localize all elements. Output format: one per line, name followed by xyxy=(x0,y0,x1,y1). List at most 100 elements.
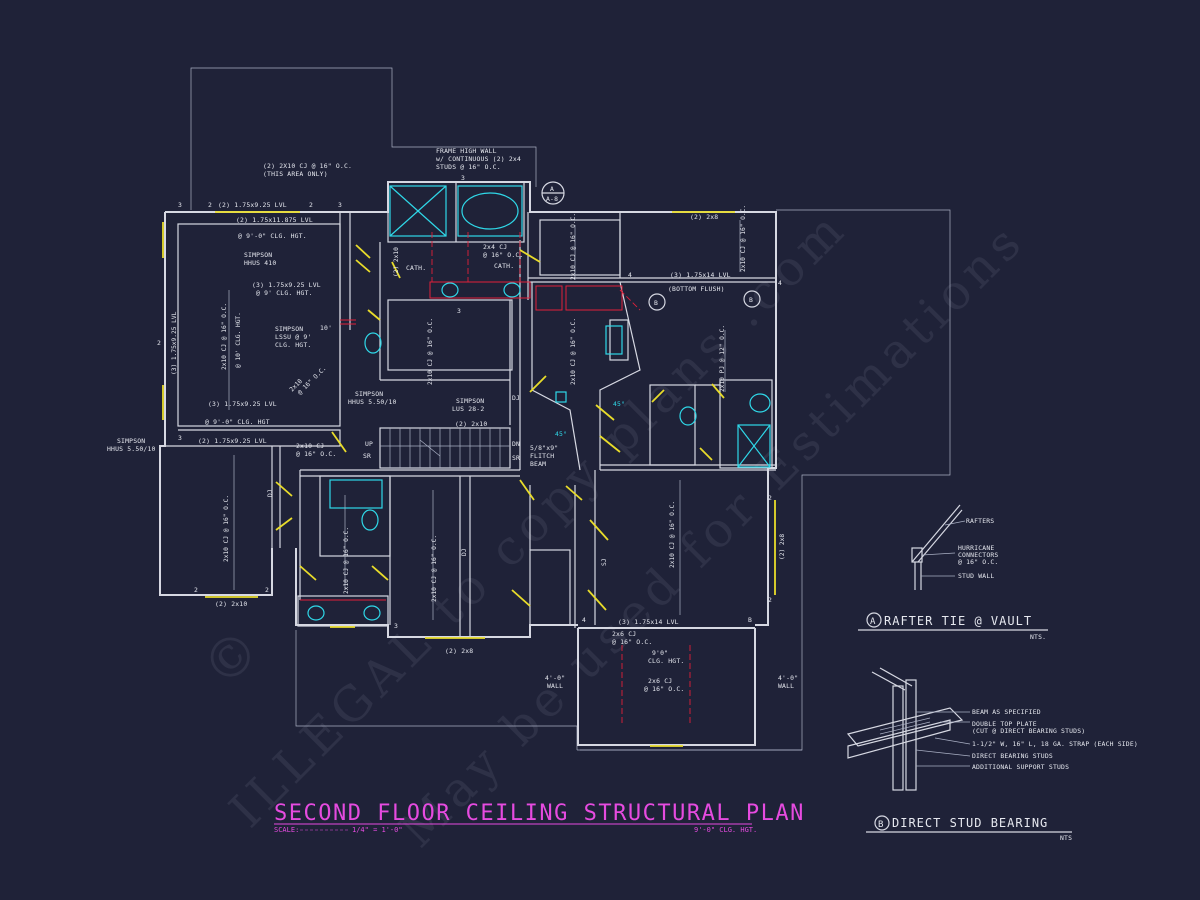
detail-b-note: DIRECT BEARING STUDS xyxy=(972,752,1053,760)
angle-label: 45° xyxy=(613,400,625,408)
cj-label-vertical: 2x10 CJ @ 16" O.C. xyxy=(570,318,577,385)
cj-label: 2x10 CJ xyxy=(296,442,324,450)
lvl-label: (3) 1.75x9.25 LVL xyxy=(208,400,277,408)
sink-icon xyxy=(307,605,325,621)
post-count: 2 xyxy=(208,201,212,209)
detail-tag xyxy=(648,293,666,311)
dj-label-vertical: DJ xyxy=(461,549,468,556)
title-block: SECOND FLOOR CEILING STRUCTURAL PLAN SCA… xyxy=(274,801,805,834)
dj-label: DJ xyxy=(512,394,520,402)
clg-hgt-label: CLG. HGT. xyxy=(648,657,684,665)
angle-label: 45° xyxy=(555,430,567,438)
header-label: (2) 2x10 xyxy=(215,600,247,608)
detail-a-title: RAFTER TIE @ VAULT xyxy=(884,614,1032,628)
section-callout-sheet: A-8 xyxy=(546,195,558,203)
shower-icon xyxy=(389,185,447,237)
frame-wall-note: w/ CONTINUOUS (2) 2x4 xyxy=(436,155,521,163)
simpson-label: HHUS 5.50/10 xyxy=(348,398,397,406)
detail-tag xyxy=(743,290,761,308)
lvl-label: (2) 1.75x9.25 LVL xyxy=(218,201,287,209)
cj-label-vertical: 2x10 CJ @ 16" O.C. xyxy=(669,501,676,568)
sink-icon xyxy=(605,325,623,355)
cj-label-vertical: 2x10 CJ @ 16" O.C. xyxy=(223,495,230,562)
lvl-label: (3) 1.75x14 LVL xyxy=(670,271,731,279)
detail-tag-label: B xyxy=(749,296,753,304)
simpson-label: LUS 28-2 xyxy=(452,405,484,413)
post-count: 3 xyxy=(461,174,465,182)
detail-a-note: CONNECTORS xyxy=(958,551,998,559)
post-count: 2 xyxy=(768,596,772,604)
post-count: 3 xyxy=(394,622,398,630)
section-callout-letter: A xyxy=(550,185,554,193)
beam-lines xyxy=(300,232,691,725)
stair-up-label: UP xyxy=(365,440,373,448)
joist-arrows xyxy=(228,220,741,620)
lvl-label: (2) 1.75x11.875 LVL xyxy=(236,216,313,224)
simpson-label: SIMPSON xyxy=(117,437,145,445)
cj-label: @ 16" O.C. xyxy=(612,638,652,646)
detail-b-note: DOUBLE TOP PLATE xyxy=(972,720,1037,728)
interior-walls xyxy=(165,181,776,637)
toilet-icon xyxy=(364,332,382,354)
post-count: 4 xyxy=(778,279,782,287)
detail-a-nts: NTS. xyxy=(1030,633,1046,641)
post-count: 3 xyxy=(457,307,461,315)
wall-height-label: 4'-0" xyxy=(545,674,565,682)
cj-label-vertical: 2x10 CJ @ 16" O.C. xyxy=(427,318,434,385)
simpson-label: SIMPSON xyxy=(355,390,383,398)
cj-area-note: (THIS AREA ONLY) xyxy=(263,170,328,178)
pj-label-vertical: 2x10 PJ @ 12" O.C. xyxy=(719,325,726,392)
sr-label: SR xyxy=(512,454,520,462)
plan-labels: FRAME HIGH WALL w/ CONTINUOUS (2) 2x4 ST… xyxy=(107,147,798,693)
flush-note: (BOTTOM FLUSH) xyxy=(668,285,725,293)
detail-a-note: HURRICANE xyxy=(958,544,994,552)
detail-a-letter: A xyxy=(870,617,876,627)
frame-wall-note: STUDS @ 16" O.C. xyxy=(436,163,501,171)
scale-label: SCALE: xyxy=(274,826,299,834)
simpson-label: SIMPSON xyxy=(244,251,272,259)
post-count: 3 xyxy=(178,201,182,209)
toilet-icon xyxy=(361,509,379,531)
wall-height-label: WALL xyxy=(778,682,794,690)
wall-height-label: WALL xyxy=(547,682,563,690)
stair-dn-label: DN xyxy=(512,440,520,448)
bathtub-icon xyxy=(457,185,523,237)
drawing-title: SECOND FLOOR CEILING STRUCTURAL PLAN xyxy=(274,801,805,826)
watermark-copyright: © xyxy=(190,612,277,699)
detail-a-note: STUD WALL xyxy=(958,572,994,580)
cj-label: @ 16" O.C. xyxy=(296,450,336,458)
simpson-label: HHUS 410 xyxy=(244,259,276,267)
detail-a: RAFTERS HURRICANE CONNECTORS @ 16" O.C. … xyxy=(858,504,1048,641)
detail-a-note: @ 16" O.C. xyxy=(958,558,998,566)
header-label: (2) 2x8 xyxy=(690,213,718,221)
ceiling-height-note: 9'-0" CLG. HGT. xyxy=(694,826,757,834)
detail-a-bubble xyxy=(866,612,882,628)
cj-label: @ 16" O.C. xyxy=(644,685,684,693)
post-count: 2 xyxy=(194,586,198,594)
toilet-icon xyxy=(679,406,697,426)
section-markers: A A-8 B B xyxy=(541,181,761,311)
simpson-label: HHUS 5.50/10 xyxy=(107,445,156,453)
sink-icon xyxy=(503,282,521,298)
cj-label-vertical: 2x10 CJ @ 16" O.C. xyxy=(221,303,228,370)
cj-area-note: (2) 2X10 CJ @ 16" O.C. xyxy=(263,162,352,170)
simpson-label: SIMPSON xyxy=(275,325,303,333)
detail-b-note: 1-1/2" W, 16" L, 18 GA. STRAP (EACH SIDE… xyxy=(972,740,1138,748)
cj-label-vertical: 2x10 CJ @ 16" O.C. xyxy=(740,205,747,272)
stair xyxy=(379,427,511,469)
cj-label: 2x6 CJ xyxy=(612,630,636,638)
detail-b-note: BEAM AS SPECIFIED xyxy=(972,708,1041,716)
sink-icon xyxy=(363,605,381,621)
post-count: 3 xyxy=(178,434,182,442)
header-label: (2) 2x10 xyxy=(455,420,487,428)
lvl-label: (3) 1.75x9.25 LVL xyxy=(252,281,321,289)
lvl-label: (2) 1.75x9.25 LVL xyxy=(198,437,267,445)
bathtub-icon xyxy=(329,479,383,509)
clg-hgt-label: @ 9' CLG. HGT. xyxy=(256,289,313,297)
lvl-label-vertical: (3) 1.75x9.25 LVL xyxy=(171,311,178,375)
detail-b-bubble xyxy=(874,815,890,831)
simpson-label: CLG. HGT. xyxy=(275,341,311,349)
simpson-label: SIMPSON xyxy=(456,397,484,405)
sj-label-vertical: SJ xyxy=(601,559,608,566)
